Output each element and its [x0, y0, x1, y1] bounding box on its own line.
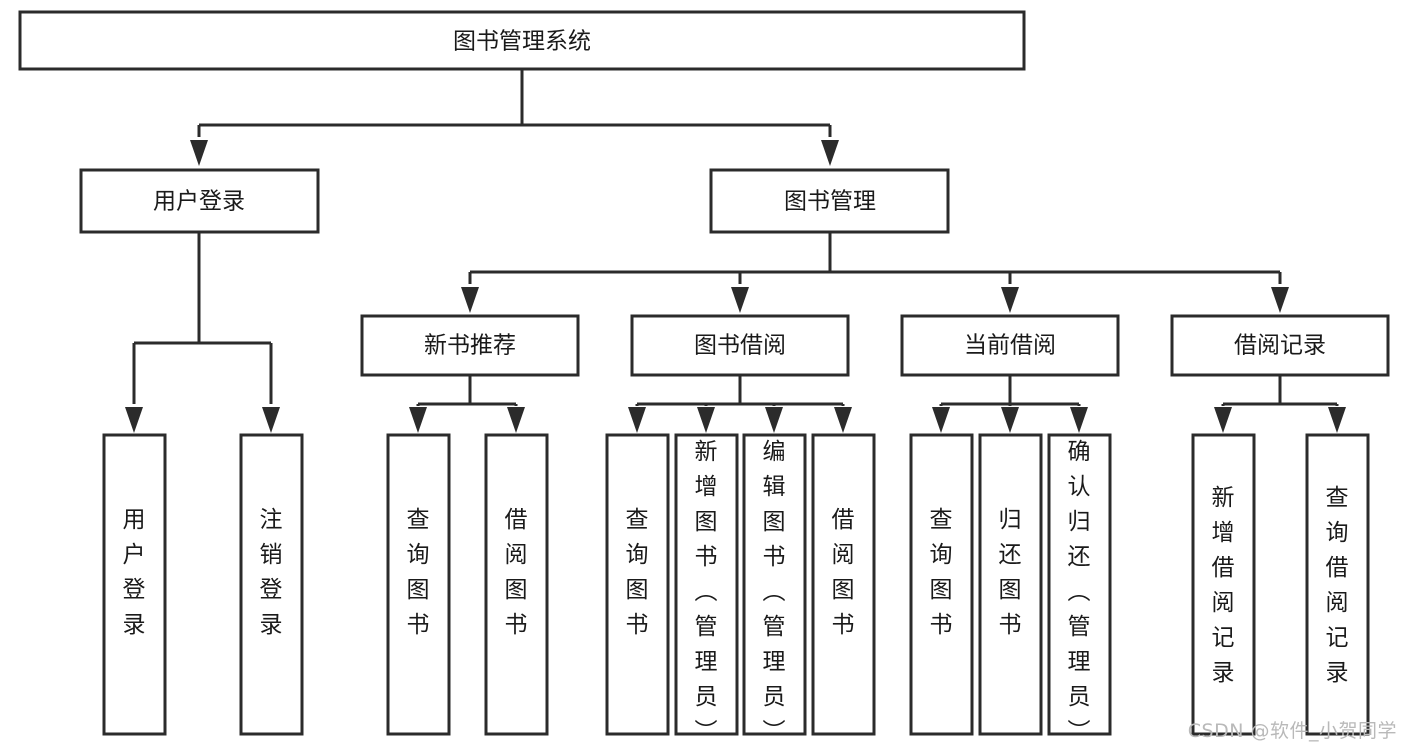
- node-book-management-label: 图书管理: [784, 189, 876, 215]
- arrow-to-leaf-borrow-book-b: [834, 407, 852, 433]
- node-new-book-recommend-box[interactable]: [360, 314, 580, 377]
- node-current-borrow-label: 当前借阅: [964, 333, 1056, 359]
- leaf-borrow-book-borrow-label: 借阅图书: [832, 507, 855, 638]
- leaf-add-record-label: 新增借阅记录: [1212, 485, 1235, 686]
- leaf-node[interactable]: 查询图书: [909, 433, 974, 736]
- arrow-to-borrow-record: [1271, 287, 1289, 313]
- node-book-borrow[interactable]: 图书借阅: [630, 314, 850, 377]
- leaf-confirm-return-label: 确认归还︵管理员︶: [1068, 439, 1091, 745]
- leaf-query-book-current-label: 查询图书: [930, 507, 953, 638]
- leaf-return-book-label: 归还图书: [999, 507, 1022, 638]
- leaf-user-login-box[interactable]: [102, 433, 167, 736]
- leaf-borrow-book-borrow-box[interactable]: [811, 433, 876, 736]
- leaf-node[interactable]: 编辑图书︵管理员︶: [742, 433, 807, 745]
- arrow-to-new-book-recommend: [461, 287, 479, 313]
- leaf-logout-label: 注销登录: [260, 507, 283, 638]
- leaf-confirm-return-box[interactable]: [1047, 433, 1112, 736]
- leaf-node[interactable]: 归还图书: [978, 433, 1043, 736]
- leaf-query-book-recommend-box[interactable]: [386, 433, 451, 736]
- node-root-box[interactable]: [18, 10, 1026, 71]
- node-book-borrow-label: 图书借阅: [694, 333, 786, 359]
- node-borrow-record[interactable]: 借阅记录: [1170, 314, 1390, 377]
- connector-group: [125, 69, 1346, 433]
- leaf-borrow-book-recommend-label: 借阅图书: [505, 507, 528, 638]
- leaf-node[interactable]: 查询借阅记录: [1305, 433, 1370, 736]
- leaf-add-record-box[interactable]: [1191, 433, 1256, 736]
- node-user-login-label: 用户登录: [153, 189, 245, 215]
- leaf-node[interactable]: 查询图书: [605, 433, 670, 736]
- arrow-to-user-login: [190, 140, 208, 166]
- leaf-query-record-box[interactable]: [1305, 433, 1370, 736]
- leaf-user-login-label: 用户登录: [123, 507, 146, 638]
- node-current-borrow-box[interactable]: [900, 314, 1120, 377]
- arrow-to-leaf-confirm-return: [1070, 407, 1088, 433]
- leaf-node[interactable]: 确认归还︵管理员︶: [1047, 433, 1112, 745]
- leaf-add-book-label: 新增图书︵管理员︶: [695, 439, 718, 745]
- arrow-to-leaf-query-record: [1328, 407, 1346, 433]
- leaf-node[interactable]: 借阅图书: [811, 433, 876, 736]
- node-borrow-record-label: 借阅记录: [1234, 333, 1326, 359]
- arrow-to-leaf-edit-book: [765, 407, 783, 433]
- arrow-to-leaf-add-record: [1214, 407, 1232, 433]
- node-user-login[interactable]: 用户登录: [79, 168, 320, 234]
- leaf-edit-book-label: 编辑图书︵管理员︶: [763, 439, 786, 745]
- leaf-node[interactable]: 新增借阅记录: [1191, 433, 1256, 736]
- arrow-to-leaf-query-book-a: [409, 407, 427, 433]
- arrow-to-leaf-query-book-c: [932, 407, 950, 433]
- leaf-node[interactable]: 借阅图书: [484, 433, 549, 736]
- leaf-node[interactable]: 用户登录: [102, 433, 167, 736]
- arrow-to-leaf-query-book-b: [628, 407, 646, 433]
- arrow-to-leaf-add-book: [697, 407, 715, 433]
- node-book-borrow-box[interactable]: [630, 314, 850, 377]
- leaf-borrow-book-recommend-box[interactable]: [484, 433, 549, 736]
- leaf-node[interactable]: 新增图书︵管理员︶: [674, 433, 739, 745]
- node-borrow-record-box[interactable]: [1170, 314, 1390, 377]
- leaf-query-book-current-box[interactable]: [909, 433, 974, 736]
- arrow-to-leaf-user-login: [125, 407, 143, 433]
- arrow-to-leaf-return-book: [1001, 407, 1019, 433]
- leaf-query-book-recommend-label: 查询图书: [407, 507, 430, 638]
- arrow-to-book-borrow: [731, 287, 749, 313]
- node-book-management-box[interactable]: [709, 168, 950, 234]
- leaf-add-book-box[interactable]: [674, 433, 739, 736]
- node-book-management[interactable]: 图书管理: [709, 168, 950, 234]
- leaf-node[interactable]: 注销登录: [239, 433, 304, 736]
- arrow-to-leaf-borrow-book-a: [507, 407, 525, 433]
- arrow-to-leaf-logout: [262, 407, 280, 433]
- node-root-book-management-system[interactable]: 图书管理系统: [18, 10, 1026, 71]
- node-current-borrow[interactable]: 当前借阅: [900, 314, 1120, 377]
- leaf-query-record-label: 查询借阅记录: [1326, 485, 1349, 686]
- arrow-to-current-borrow: [1001, 287, 1019, 313]
- csdn-watermark: CSDN @软件_小贺同学: [1187, 720, 1397, 742]
- node-user-login-box[interactable]: [79, 168, 320, 234]
- node-new-book-recommend-label: 新书推荐: [424, 333, 516, 359]
- leaf-group: 用户登录 注销登录 查询图书 借阅图书 查询图书 新增图书: [102, 433, 1370, 745]
- node-root-label: 图书管理系统: [453, 29, 591, 55]
- leaf-node[interactable]: 查询图书: [386, 433, 451, 736]
- leaf-query-book-borrow-box[interactable]: [605, 433, 670, 736]
- leaf-edit-book-box[interactable]: [742, 433, 807, 736]
- leaf-query-book-borrow-label: 查询图书: [626, 507, 649, 638]
- leaf-logout-box[interactable]: [239, 433, 304, 736]
- leaf-return-book-box[interactable]: [978, 433, 1043, 736]
- node-new-book-recommend[interactable]: 新书推荐: [360, 314, 580, 377]
- arrow-to-book-manage: [821, 140, 839, 166]
